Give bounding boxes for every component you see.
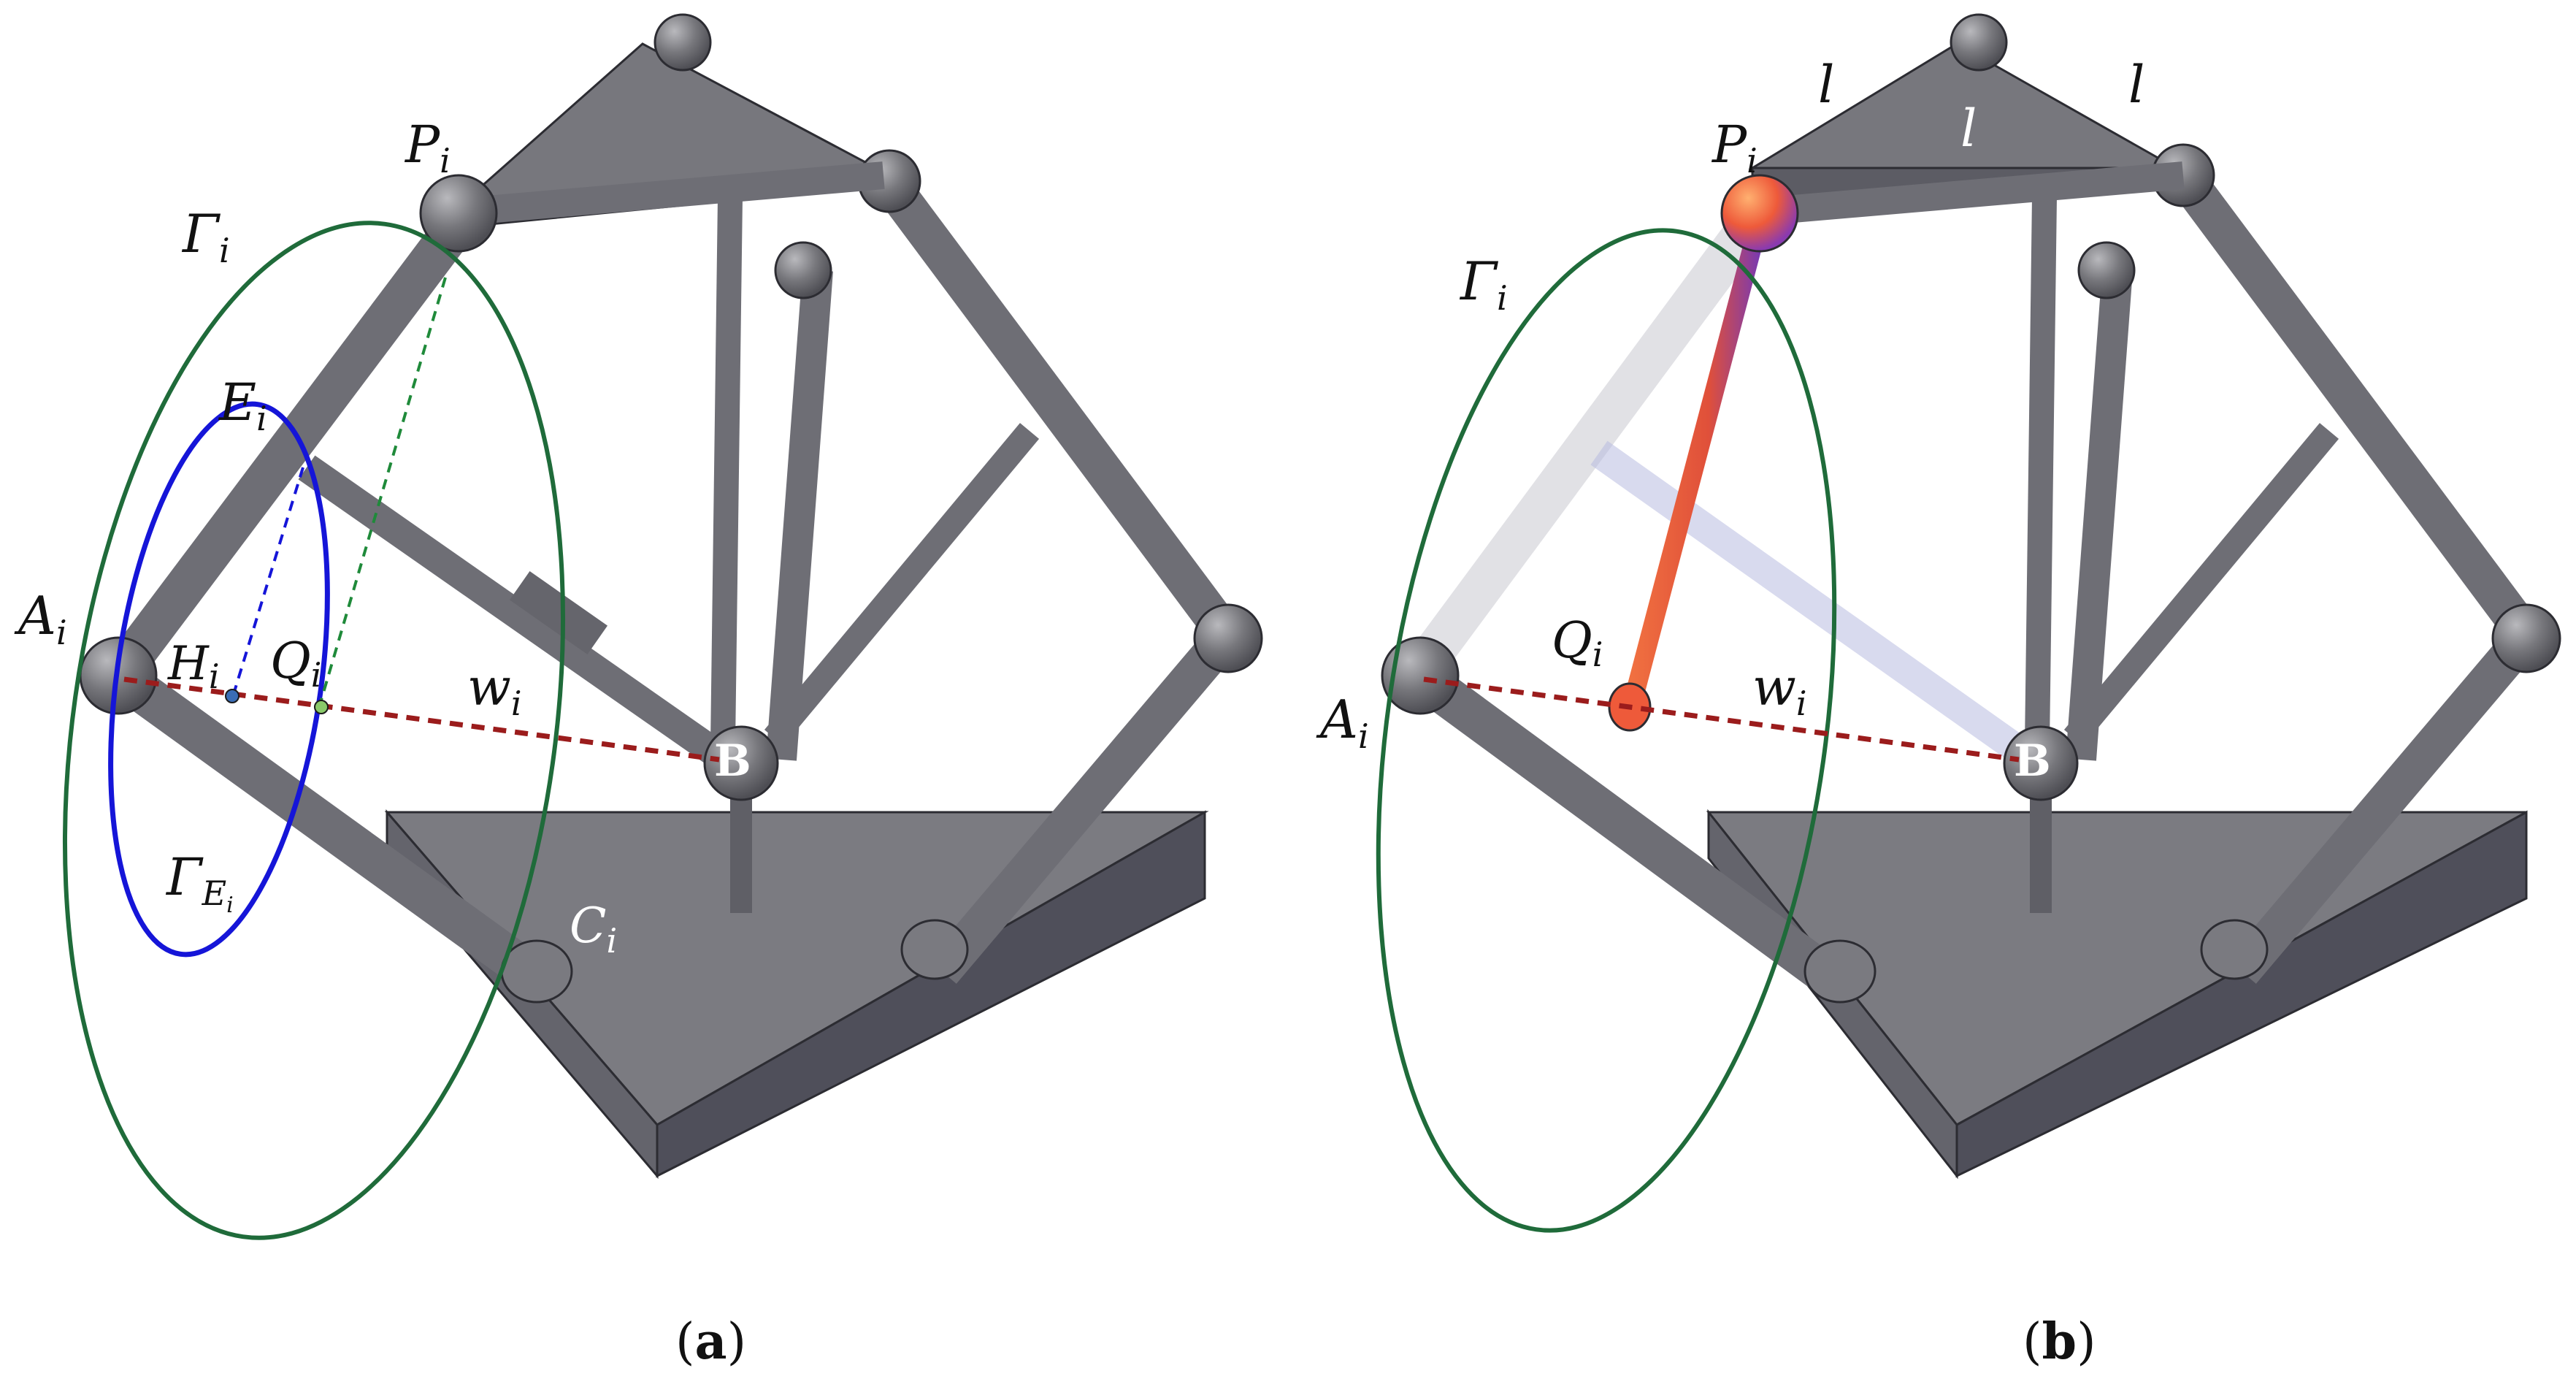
caption-b: (b) [2023, 1313, 2096, 1371]
label-P: Pi [1711, 115, 1757, 180]
panel-b: l l l Pi Γi Qi Ai wi B (b) [1316, 13, 2561, 1371]
label-Gamma: Γi [181, 203, 230, 270]
label-P: Pi [404, 115, 451, 180]
rear-joint-ball [774, 241, 832, 299]
rear-link [766, 269, 833, 761]
link-A-C [1411, 662, 1834, 988]
joint-A [1381, 636, 1460, 715]
label-E: Ei [218, 372, 267, 438]
label-Q: Qi [270, 633, 321, 695]
line-w-i [1423, 676, 2020, 763]
label-A: Ai [14, 585, 67, 652]
rear-link [927, 623, 1241, 984]
link-P-A [101, 207, 478, 688]
dashed-P-Q [318, 277, 447, 706]
rear-joint-ball [2491, 603, 2561, 673]
rear-link [2066, 269, 2133, 761]
rear-link [2025, 196, 2057, 746]
line-w-i [123, 676, 720, 763]
caption-a: (a) [675, 1313, 746, 1371]
hinge-right [2200, 919, 2269, 980]
label-w: wi [467, 657, 522, 723]
hinge-right [900, 919, 969, 980]
label-Gamma: Γi [1459, 251, 1508, 318]
label-C: Ci [570, 898, 617, 960]
link-E-B [298, 455, 739, 776]
joint-B [2003, 725, 2079, 801]
rear-joint-ball [1193, 603, 1263, 673]
label-A: Ai [1316, 689, 1369, 756]
actuator-sleeve [509, 571, 608, 654]
point-Q [314, 700, 329, 714]
joint-P [419, 174, 498, 253]
ghost-link-E-B [1590, 440, 2046, 776]
label-l-middle: l [1960, 99, 1977, 158]
joint-B [703, 725, 779, 801]
hinge-C [500, 939, 573, 1004]
rear-joint-ball [2077, 241, 2136, 299]
hinge-C [1803, 939, 1877, 1004]
circle-gamma-i [62, 221, 566, 1240]
circle-gamma-i [1376, 228, 1837, 1233]
rear-link [2063, 423, 2339, 746]
base-platform [384, 809, 1209, 1180]
label-l-left: l [1818, 55, 1834, 115]
label-H: Hi [167, 637, 220, 696]
label-GammaE: ΓEi [165, 847, 234, 918]
rear-link [710, 196, 743, 746]
link-A-C [112, 662, 531, 981]
top-joint-ball [1950, 13, 2008, 72]
label-w: wi [1752, 657, 1807, 723]
label-B: B [714, 735, 751, 787]
rear-link [2168, 164, 2542, 647]
B-post [2030, 782, 2052, 913]
circle-gamma-E [108, 401, 330, 958]
label-B: B [2014, 735, 2051, 787]
link-P-top [1758, 161, 2185, 226]
rear-link [764, 423, 1040, 746]
label-l-right: l [2128, 55, 2144, 115]
ghost-link-P-A [1400, 199, 1776, 688]
rear-link [2227, 623, 2541, 984]
rod-P-Q [1622, 216, 1769, 708]
dashed-E-H [232, 467, 304, 695]
label-Q: Qi [1552, 612, 1603, 674]
panel-a: Pi Γi Ei Ai Hi Qi wi B ΓEi Ci (a) [14, 13, 1263, 1371]
rear-link [868, 164, 1242, 647]
top-joint-ball [653, 13, 712, 72]
joint-P-highlight [1720, 174, 1799, 253]
point-H [225, 689, 239, 703]
link-P-top [460, 161, 885, 226]
B-post [730, 782, 752, 913]
